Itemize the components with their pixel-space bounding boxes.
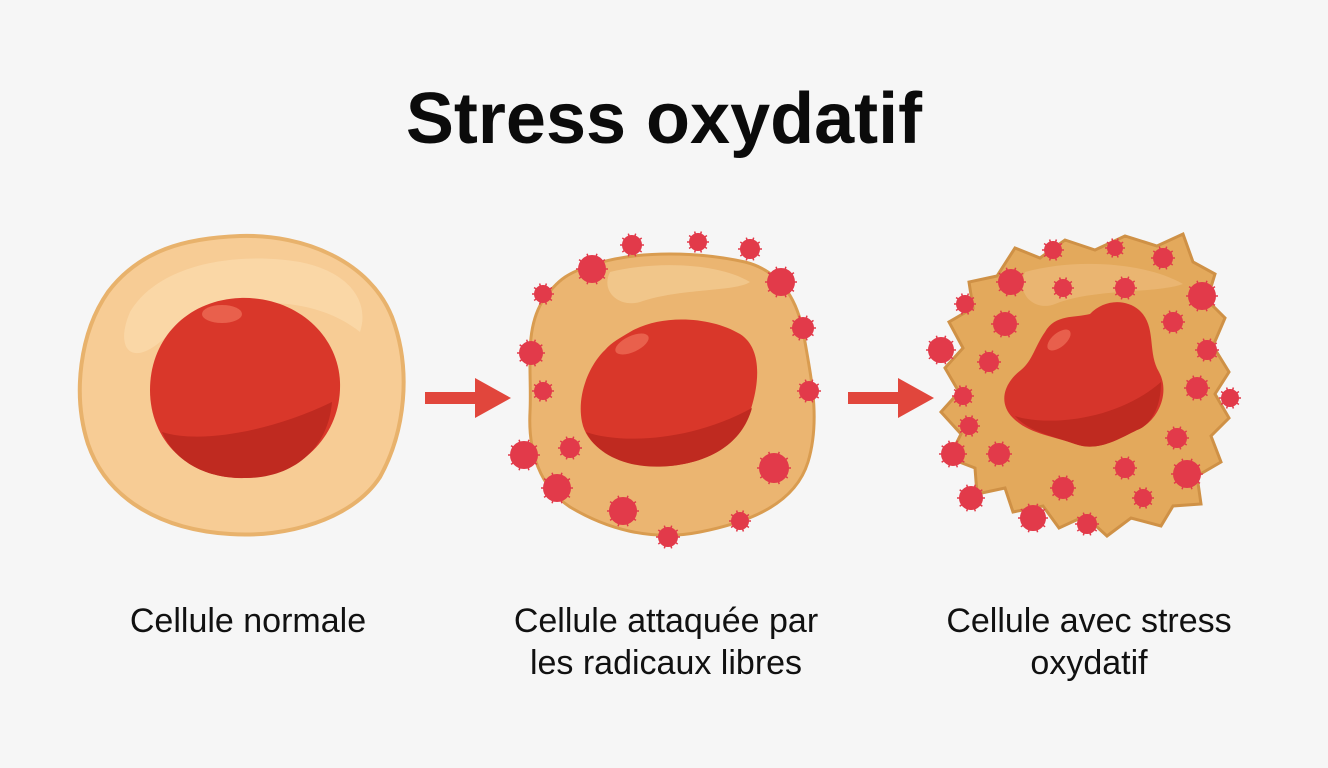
free-radical-icon <box>1107 240 1123 256</box>
free-radical-icon <box>578 255 606 283</box>
right-arrow-icon <box>848 378 934 418</box>
free-radical-icon <box>956 295 974 313</box>
free-radical-icon <box>1115 458 1135 478</box>
free-radical-icon <box>543 474 571 502</box>
free-radical-icon <box>534 382 552 400</box>
free-radicals <box>926 238 1241 536</box>
free-radical-icon <box>759 453 789 483</box>
free-radical-icon <box>1197 340 1217 360</box>
caption-stressed-cell: Cellule avec stress oxydatif <box>899 600 1279 684</box>
nucleus-shadow <box>1015 382 1161 447</box>
cytoplasm-highlight <box>124 258 363 354</box>
free-radical-icon <box>1188 282 1216 310</box>
free-radical-icon <box>622 235 642 255</box>
free-radical-icon <box>1054 279 1072 297</box>
free-radical-icon <box>519 341 543 365</box>
free-radical-icon <box>658 527 678 547</box>
attacked-cell <box>508 231 821 549</box>
nucleus-highlight <box>202 305 242 323</box>
free-radical-icon <box>767 268 795 296</box>
nucleus-shadow <box>586 408 752 467</box>
free-radical-icon <box>799 381 819 401</box>
free-radical-icon <box>1153 248 1173 268</box>
free-radical-icon <box>928 337 954 363</box>
free-radical-icon <box>998 269 1024 295</box>
caption-line: Cellule normale <box>129 602 367 640</box>
stressed-cell <box>926 231 1241 538</box>
nucleus-shadow <box>162 402 332 479</box>
nucleus-highlight <box>615 333 649 355</box>
free-radical-icon <box>979 352 999 372</box>
free-radical-icon <box>560 438 580 458</box>
nucleus-highlight <box>1047 329 1071 351</box>
free-radical-icon <box>1020 505 1046 531</box>
free-radical-icon <box>1052 477 1074 499</box>
free-radical-icon <box>1115 278 1135 298</box>
free-radical-icon <box>1163 312 1183 332</box>
free-radical-icon <box>1077 514 1097 534</box>
caption-line: oxydatif <box>1030 644 1148 682</box>
caption-line: les radicaux libres <box>529 644 803 682</box>
free-radical-icon <box>1173 460 1201 488</box>
free-radical-icon <box>609 497 637 525</box>
free-radical-icon <box>792 317 814 339</box>
free-radical-icon <box>959 486 983 510</box>
free-radical-icon <box>1221 389 1239 407</box>
free-radical-icon <box>510 441 538 469</box>
free-radical-icon <box>1044 241 1062 259</box>
caption-line: Cellule attaquée par <box>513 602 819 640</box>
right-arrow-icon <box>425 378 511 418</box>
free-radical-icon <box>689 233 707 251</box>
free-radical-icon <box>534 285 552 303</box>
free-radical-icon <box>731 512 749 530</box>
free-radical-icon <box>988 443 1010 465</box>
diagram-title: Stress oxydatif <box>405 79 923 159</box>
cytoplasm-highlight <box>607 265 750 304</box>
free-radicals <box>508 231 821 549</box>
free-radical-icon <box>941 442 965 466</box>
caption-normal-cell: Cellule normale <box>58 600 438 642</box>
free-radical-icon <box>993 312 1017 336</box>
free-radical-icon <box>954 387 972 405</box>
free-radical-icon <box>1134 489 1152 507</box>
normal-cell <box>77 233 406 537</box>
free-radical-icon <box>1186 377 1208 399</box>
free-radical-icon <box>960 417 978 435</box>
free-radical-icon <box>1167 428 1187 448</box>
caption-attacked-cell: Cellule attaquée par les radicaux libres <box>476 600 856 684</box>
free-radical-icon <box>740 239 760 259</box>
caption-line: Cellule avec stress <box>946 602 1232 640</box>
